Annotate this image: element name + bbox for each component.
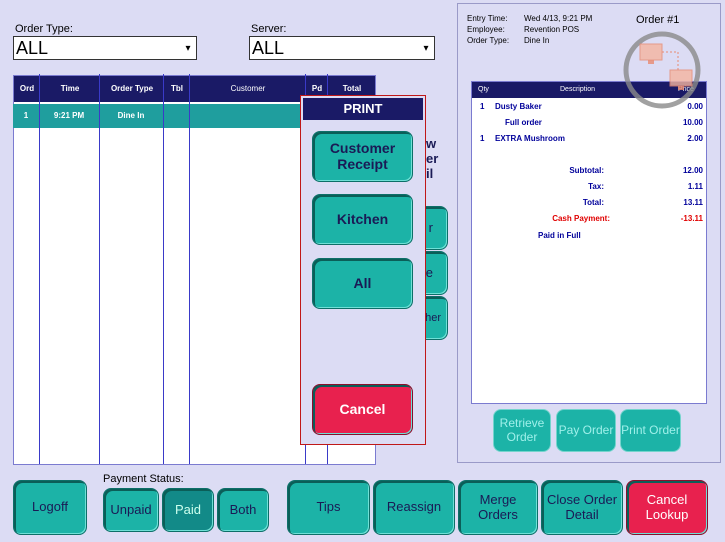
cash-payment-label: Cash Payment: xyxy=(552,214,610,223)
order-type-info-value: Dine In xyxy=(524,36,550,45)
col-tbl: Tbl xyxy=(171,84,183,93)
tax-label: Tax: xyxy=(588,182,604,191)
print-order-button[interactable]: Print Order xyxy=(620,409,681,452)
col-customer: Customer xyxy=(230,84,266,93)
server-select[interactable]: ALL ▾ xyxy=(249,36,435,60)
logoff-button[interactable]: Logoff xyxy=(13,480,87,535)
entry-time-label: Entry Time: xyxy=(467,14,508,23)
col-total: Total xyxy=(342,84,362,93)
receipt-desc: EXTRA Mushroom xyxy=(495,134,565,143)
order-type-label: Order Type: xyxy=(15,23,73,35)
cash-payment-value: -13.11 xyxy=(680,214,703,223)
receipt-qty: 1 xyxy=(480,102,485,111)
col-pd: Pd xyxy=(311,84,323,93)
row-ord: 1 xyxy=(23,111,29,120)
order-type-select[interactable]: ALL ▾ xyxy=(13,36,197,60)
col-order-type: Order Type xyxy=(110,84,154,93)
receipt-header: Qty Description Price xyxy=(472,82,706,98)
grid-divider xyxy=(189,74,190,464)
receipt-desc: Full order xyxy=(505,118,542,127)
receipt-view: Qty Description Price xyxy=(471,81,707,404)
chevron-down-icon: ▾ xyxy=(423,42,429,54)
paid-filter-button[interactable]: Paid xyxy=(162,488,214,532)
row-time: 9:21 PM xyxy=(53,111,85,120)
reassign-button[interactable]: Reassign xyxy=(373,480,455,535)
network-computers-icon xyxy=(623,31,701,109)
col-time: Time xyxy=(60,84,80,93)
receipt-col-qty: Qty xyxy=(478,86,489,93)
employee-label: Employee: xyxy=(467,25,505,34)
subtotal-value: 12.00 xyxy=(682,166,703,175)
close-order-detail-button[interactable]: Close Order Detail xyxy=(541,480,623,535)
row-tbl xyxy=(163,104,189,128)
print-dialog-title: PRINT xyxy=(303,98,423,120)
partial-text: w er il xyxy=(426,136,439,181)
both-filter-button[interactable]: Both xyxy=(217,488,269,532)
kitchen-button[interactable]: Kitchen xyxy=(312,194,413,245)
grid-divider xyxy=(99,74,100,464)
paid-status-text: Paid in Full xyxy=(538,231,581,240)
order-info: Entry Time: Wed 4/13, 9:21 PM Employee: Re… xyxy=(467,13,592,46)
cancel-lookup-button[interactable]: Cancel Lookup xyxy=(626,480,708,535)
grid-divider xyxy=(39,74,40,464)
receipt-desc: Dusty Baker xyxy=(495,102,542,111)
total-label: Total: xyxy=(582,198,604,207)
receipt-price: 2.00 xyxy=(687,134,703,143)
employee-value: Revention POS xyxy=(524,25,580,34)
customer-receipt-button[interactable]: Customer Receipt xyxy=(312,131,413,182)
tax-value: 1.11 xyxy=(687,182,703,191)
receipt-col-price: Price xyxy=(678,86,694,93)
order-type-value: ALL xyxy=(16,37,49,58)
server-label: Server: xyxy=(251,23,287,35)
pay-order-button[interactable]: Pay Order xyxy=(556,409,616,452)
grid-header: Ord Time Order Type Tbl Customer Pd Tota… xyxy=(14,76,375,102)
all-button[interactable]: All xyxy=(312,258,413,309)
payment-status-label: Payment Status: xyxy=(103,473,184,485)
receipt-qty: 1 xyxy=(480,134,485,143)
order-type-info-label: Order Type: xyxy=(467,36,510,45)
col-ord: Ord xyxy=(19,84,35,93)
receipt-col-description: Description xyxy=(560,86,596,93)
grid-divider xyxy=(163,74,164,464)
order-number: Order #1 xyxy=(636,14,680,26)
chevron-down-icon: ▾ xyxy=(185,42,191,54)
receipt-price: 0.00 xyxy=(687,102,703,111)
total-value: 13.11 xyxy=(683,198,703,207)
row-order-type: Dine In xyxy=(117,111,145,120)
receipt-price: 10.00 xyxy=(682,118,703,127)
unpaid-filter-button[interactable]: Unpaid xyxy=(103,488,159,532)
subtotal-label: Subtotal: xyxy=(569,166,604,175)
server-value: ALL xyxy=(252,37,285,58)
row-customer xyxy=(189,104,305,128)
retrieve-order-button[interactable]: Retrieve Order xyxy=(493,409,551,452)
merge-orders-button[interactable]: Merge Orders xyxy=(458,480,538,535)
print-dialog: PRINT Customer Receipt Kitchen All Cance… xyxy=(300,95,426,445)
tips-button[interactable]: Tips xyxy=(287,480,370,535)
cancel-print-button[interactable]: Cancel xyxy=(312,384,413,435)
entry-time-value: Wed 4/13, 9:21 PM xyxy=(524,14,593,23)
